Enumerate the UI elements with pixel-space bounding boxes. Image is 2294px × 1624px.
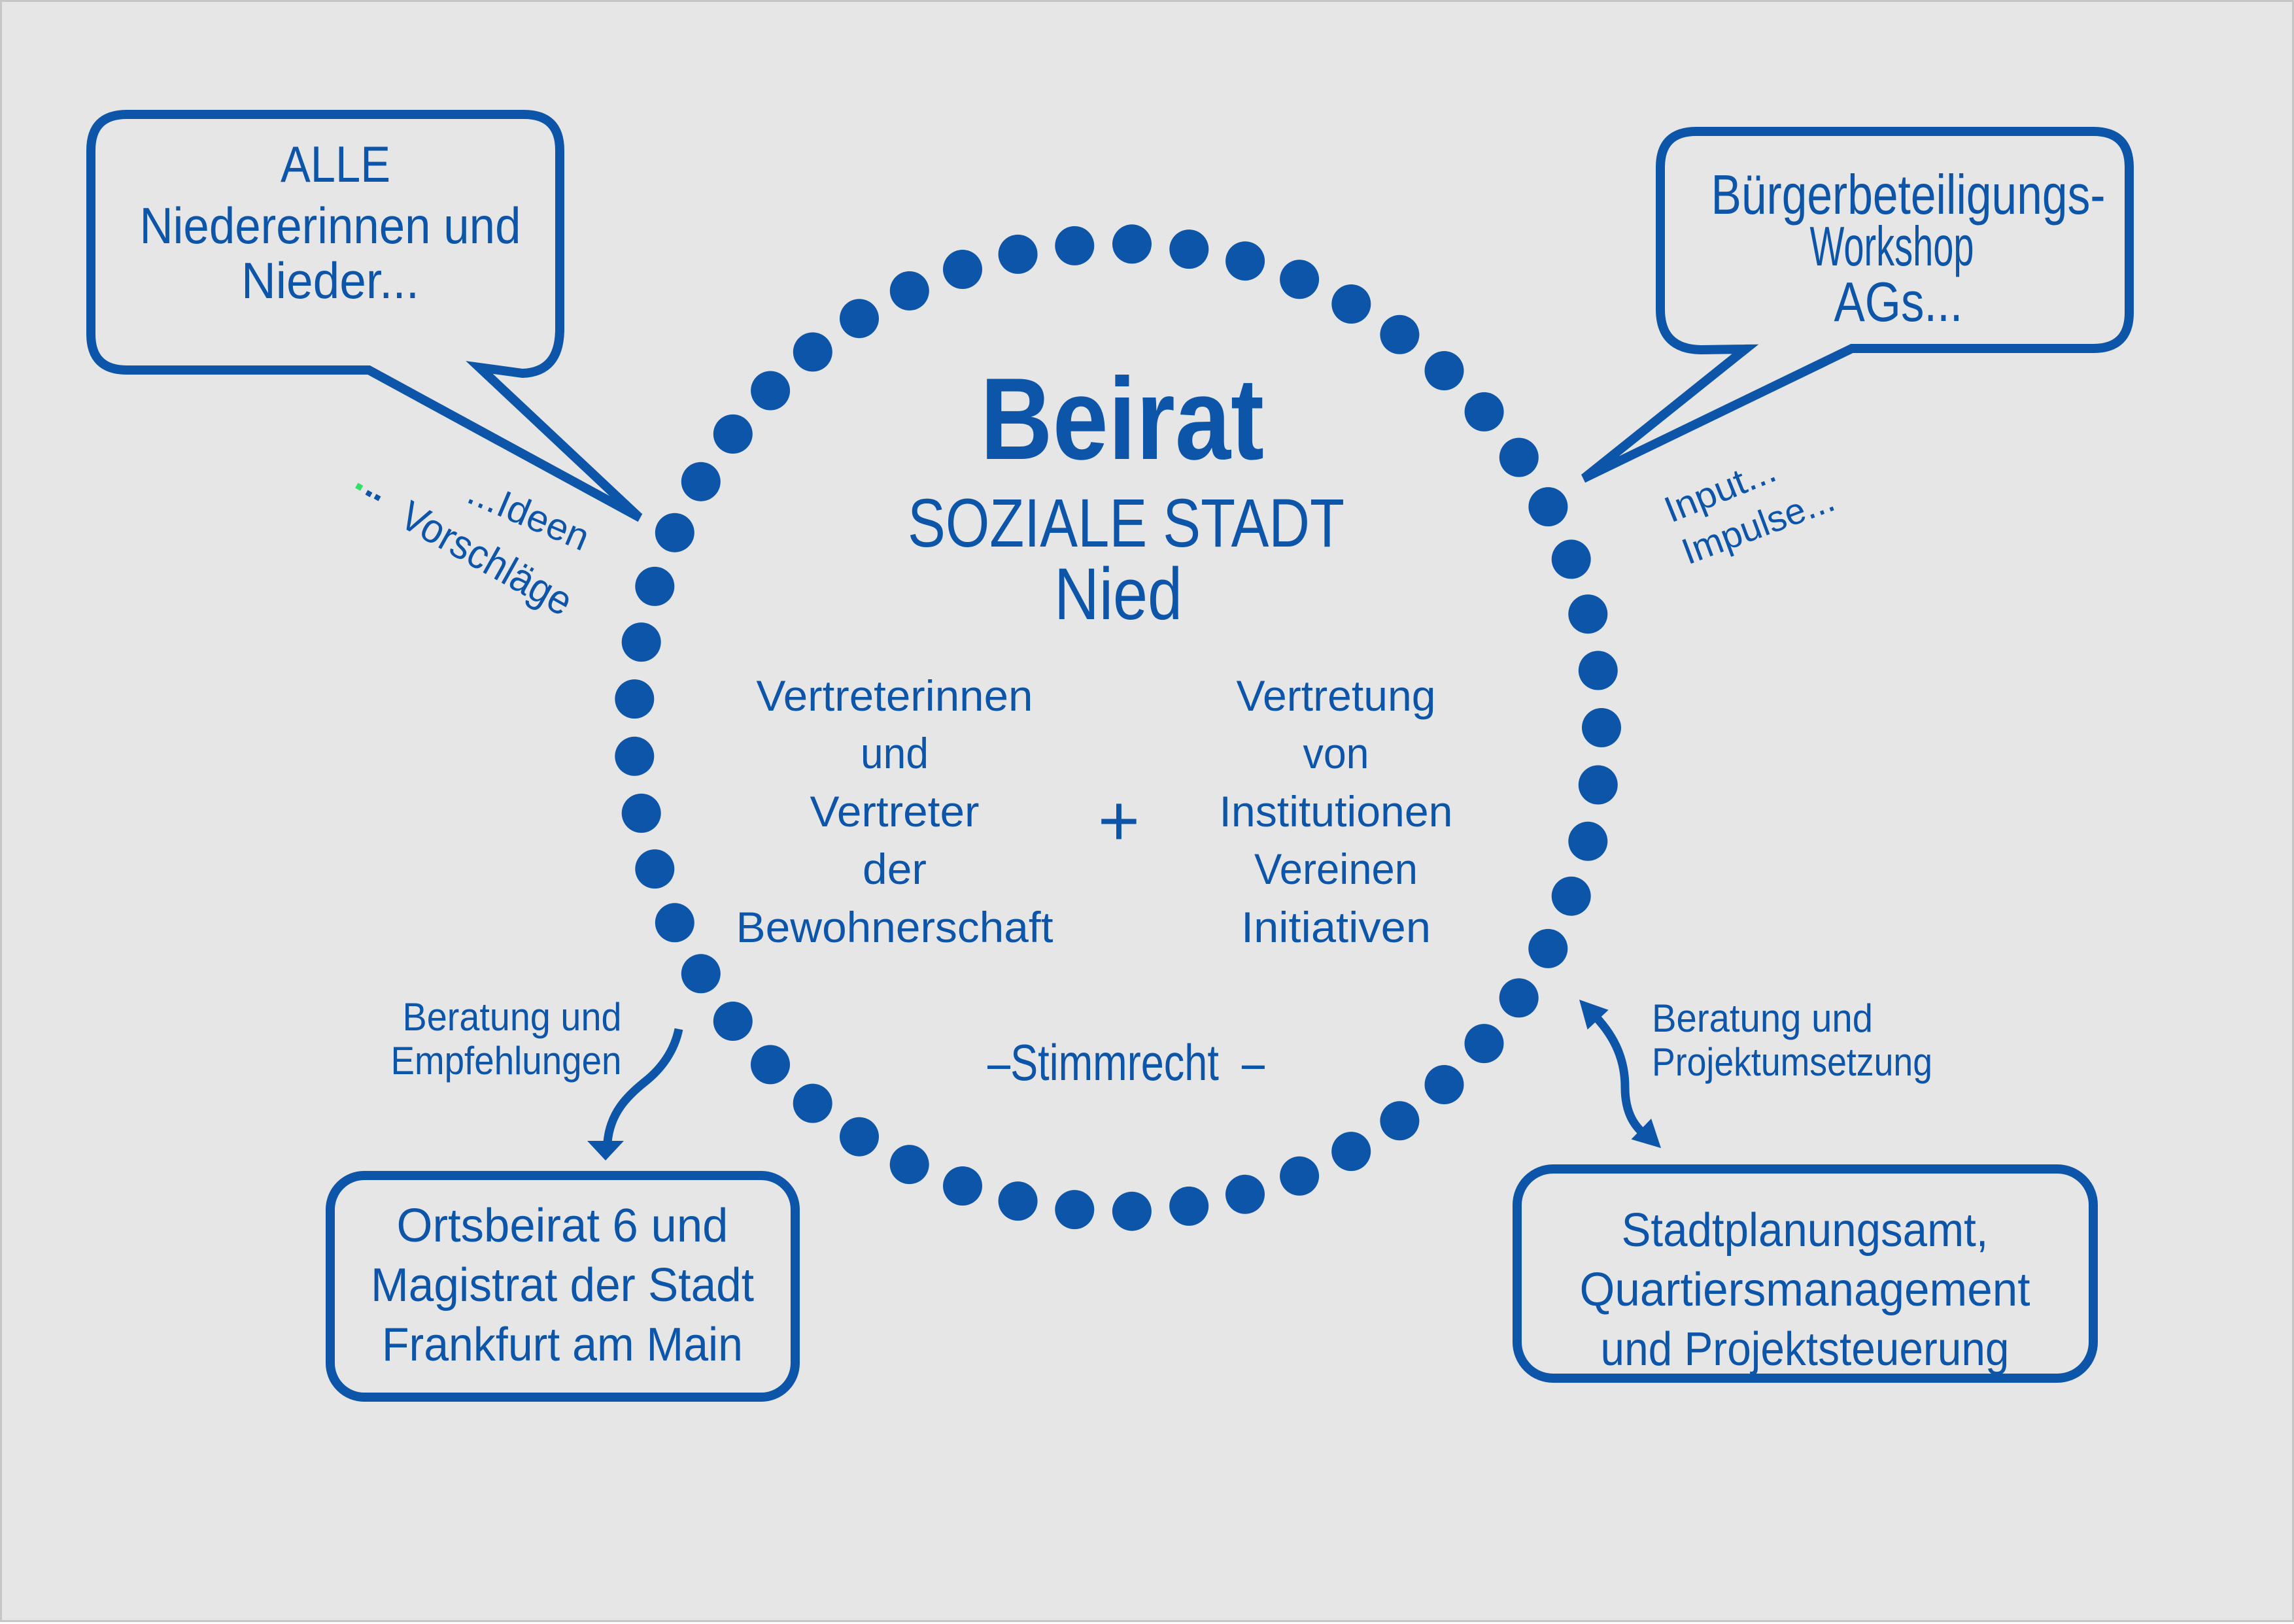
svg-text:Vertreterinnen: Vertreterinnen bbox=[757, 671, 1033, 720]
svg-text:Projektumsetzung: Projektumsetzung bbox=[1652, 1040, 1932, 1084]
svg-text:und Projektsteuerung: und Projektsteuerung bbox=[1601, 1323, 2010, 1376]
svg-text:Niedererinnen und: Niedererinnen und bbox=[140, 197, 521, 254]
svg-text:Initiativen: Initiativen bbox=[1241, 903, 1431, 951]
svg-text:Institutionen: Institutionen bbox=[1220, 787, 1453, 836]
svg-text:+: + bbox=[1098, 781, 1140, 861]
svg-text:Stadtplanungsamt,: Stadtplanungsamt, bbox=[1622, 1204, 1989, 1257]
svg-text:Vereinen: Vereinen bbox=[1254, 845, 1418, 893]
svg-text:SOZIALE STADT: SOZIALE STADT bbox=[908, 485, 1344, 562]
svg-text:Empfehlungen: Empfehlungen bbox=[391, 1039, 622, 1083]
svg-text:und: und bbox=[861, 729, 929, 777]
svg-text:Beirat: Beirat bbox=[980, 354, 1264, 484]
svg-text:AGs...: AGs... bbox=[1834, 271, 1963, 333]
svg-text:ALLE: ALLE bbox=[281, 135, 390, 193]
svg-text:Magistrat der Stadt: Magistrat der Stadt bbox=[371, 1259, 754, 1311]
svg-text:Beratung und: Beratung und bbox=[1652, 996, 1873, 1040]
svg-text:–Stimmrecht –: –Stimmrecht – bbox=[987, 1034, 1265, 1091]
svg-text:Vertretung: Vertretung bbox=[1237, 671, 1436, 720]
svg-text:Ortsbeirat 6 und: Ortsbeirat 6 und bbox=[397, 1200, 728, 1252]
svg-text:Nieder...: Nieder... bbox=[241, 252, 419, 309]
svg-text:Beratung und: Beratung und bbox=[403, 995, 622, 1039]
svg-text:Bewohnerschaft: Bewohnerschaft bbox=[736, 903, 1053, 951]
svg-text:Bürgerbeteiligungs-: Bürgerbeteiligungs- bbox=[1711, 164, 2106, 226]
svg-text:Frankfurt am Main: Frankfurt am Main bbox=[382, 1319, 743, 1371]
svg-text:der: der bbox=[863, 845, 927, 893]
svg-text:Vertreter: Vertreter bbox=[810, 787, 980, 836]
svg-text:Nied: Nied bbox=[1054, 553, 1182, 635]
svg-text:von: von bbox=[1303, 729, 1369, 777]
svg-text:Quartiersmanagement: Quartiersmanagement bbox=[1580, 1264, 2030, 1316]
svg-text:Workshop: Workshop bbox=[1810, 216, 1974, 278]
